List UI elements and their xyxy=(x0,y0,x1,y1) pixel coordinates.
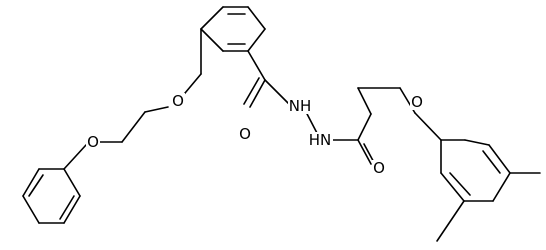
svg-text:O: O xyxy=(239,125,251,143)
acetyl-bonds xyxy=(357,87,442,169)
svg-text:O: O xyxy=(373,159,385,177)
ether-oxygen-label: O xyxy=(171,92,185,110)
aryl-ether-oxygen-label: O xyxy=(410,93,424,111)
carbonyl-oxygen-label: O xyxy=(238,125,252,143)
benzamide-ring xyxy=(200,6,266,52)
svg-text:O: O xyxy=(172,92,184,110)
atom-labels: O O O NH HN O O xyxy=(86,92,424,177)
dimethylphenyl-ring xyxy=(436,139,541,242)
amide-nh-label: NH xyxy=(288,97,312,115)
phenyl-ring xyxy=(22,168,81,224)
svg-text:HN: HN xyxy=(309,131,332,149)
svg-text:NH: NH xyxy=(289,97,312,115)
amide-bonds xyxy=(243,50,293,108)
acetyl-oxygen-label: O xyxy=(372,159,386,177)
hydrazide-hn-label: HN xyxy=(307,131,333,149)
svg-text:O: O xyxy=(87,133,99,151)
hydrazide-bonds xyxy=(304,109,359,141)
phenoxy-oxygen-label: O xyxy=(86,133,100,151)
svg-text:O: O xyxy=(411,93,423,111)
